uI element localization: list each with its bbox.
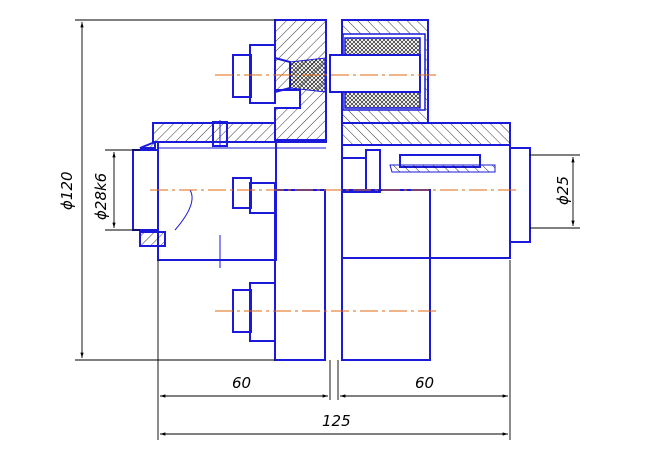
- coupling-pin: [329, 54, 421, 93]
- left-hub-body: [157, 141, 277, 261]
- dim-total-length: 125: [322, 412, 351, 430]
- right-shaft-end: [509, 147, 531, 243]
- right-flange-body: [341, 189, 431, 361]
- dim-outer-diameter: ϕ120: [58, 171, 76, 210]
- left-flange-body: [274, 189, 326, 361]
- elastic-sleeve-upper: [344, 37, 421, 56]
- dim-left-half-length: 60: [232, 374, 251, 392]
- dim-right-bore: ϕ25: [554, 176, 572, 205]
- center-lines: [150, 74, 520, 312]
- right-half-coupling: [329, 19, 531, 361]
- right-hub-body: [341, 144, 511, 259]
- dim-right-half-length: 60: [415, 374, 434, 392]
- bolt-lower: [232, 282, 276, 342]
- bolt-middle: [232, 177, 276, 214]
- dimensions: [75, 19, 580, 440]
- elastic-sleeve-lower: [344, 91, 421, 109]
- right-hub-section: [341, 122, 511, 146]
- dim-left-bore: ϕ28k6: [92, 173, 110, 220]
